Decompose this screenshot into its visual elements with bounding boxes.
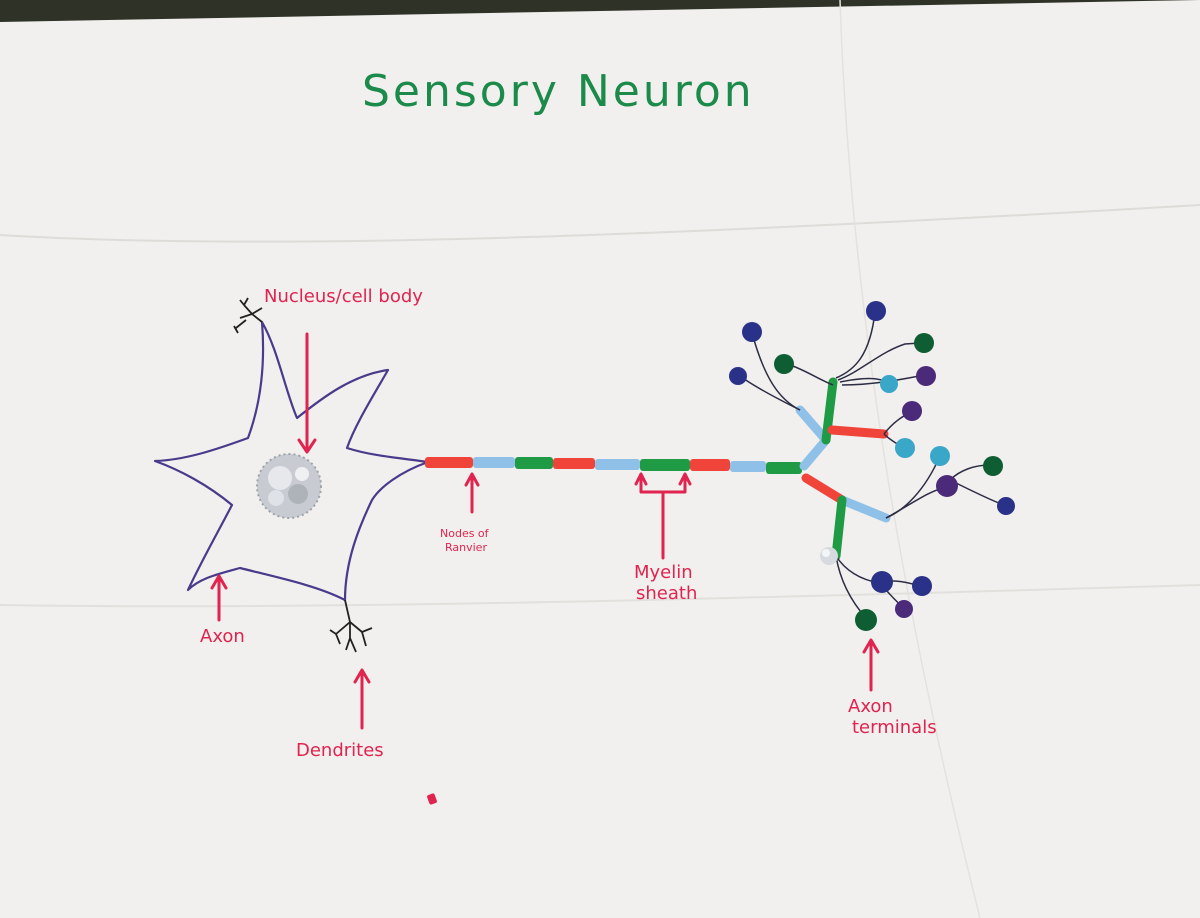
straw-blue [595, 459, 640, 470]
label-myelin-sheath-line1: Myelin [634, 562, 693, 583]
label-nucleus-cell-body: Nucleus/cell body [264, 286, 423, 307]
straw-red [425, 457, 473, 468]
terminal-dot [983, 456, 1003, 476]
terminal-dot [729, 367, 747, 385]
straw-green [515, 457, 553, 469]
axon-straws [425, 457, 802, 474]
straw-green [640, 459, 690, 471]
terminal-dot [895, 600, 913, 618]
nucleus-pompom [256, 453, 322, 519]
axon-arrow [210, 574, 228, 622]
marker-speck [427, 793, 437, 805]
terminal-dot [774, 354, 794, 374]
label-axon-terminals-line1: Axon [848, 696, 893, 717]
label-nodes-of-ranvier-line2: Ranvier [445, 541, 487, 554]
page-title: Sensory Neuron [362, 66, 755, 117]
label-dendrites: Dendrites [296, 740, 384, 761]
terminal-dot [997, 497, 1015, 515]
nodes-arrow [464, 472, 480, 514]
straw-blue [473, 457, 515, 468]
dendrite-tuft-top [233, 297, 263, 334]
paper-fold [0, 584, 1200, 608]
terminal-dot [880, 375, 898, 393]
label-nodes-of-ranvier-line1: Nodes of [440, 527, 490, 540]
terminal-dot [914, 333, 934, 353]
dendrite-tuft-bottom [329, 599, 373, 653]
straw-green [766, 462, 802, 474]
label-axon: Axon [200, 626, 245, 647]
paper-fold [839, 0, 981, 918]
label-axon-terminals-line2: terminals [852, 717, 937, 738]
terminal-dot [742, 322, 762, 342]
cell-body-outline [153, 320, 430, 602]
terminal-pompom [820, 547, 838, 565]
terminal-dot [871, 571, 893, 593]
dendrites-arrow [353, 668, 371, 730]
straw-red [690, 459, 730, 471]
label-myelin-sheath-line2: sheath [636, 583, 697, 604]
axon-terminal-dots [729, 301, 1015, 631]
terminal-dot [912, 576, 932, 596]
terminal-dot [916, 366, 936, 386]
paper-fold [0, 204, 1200, 243]
terminal-dot [902, 401, 922, 421]
straw-red [553, 458, 595, 469]
terminal-dot [866, 301, 886, 321]
terminal-dot [930, 446, 950, 466]
terminal-dot [936, 475, 958, 497]
straw-blue [730, 461, 766, 472]
nucleus-arrow [297, 332, 317, 454]
myelin-arrow [634, 472, 692, 560]
terminals-arrow [862, 638, 880, 692]
terminal-dot [855, 609, 877, 631]
terminal-dot [895, 438, 915, 458]
axon-branches [795, 377, 891, 561]
